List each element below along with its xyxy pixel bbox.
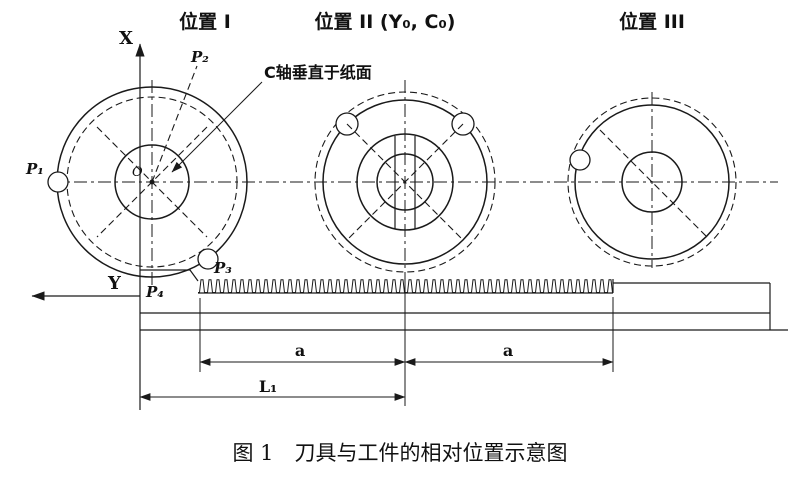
c-axis-note: C轴垂直于纸面 xyxy=(264,63,372,82)
origin-dot xyxy=(149,179,155,185)
p3-label: P₃ xyxy=(213,259,232,277)
rack-left-step xyxy=(140,269,199,282)
dim-a-left-label: a xyxy=(295,341,305,360)
gear1-bottom-notch xyxy=(197,248,219,270)
rack-workpiece xyxy=(140,269,788,331)
c-axis-leader-arrow xyxy=(171,81,263,173)
dimensions xyxy=(139,272,614,406)
p1-label: P₁ xyxy=(25,160,44,178)
position2-label: 位置 II (Y₀, C₀) xyxy=(315,10,456,33)
gear2-diagonal-2 xyxy=(346,123,464,241)
dim-a-right-label: a xyxy=(503,341,513,360)
gear1-left-notch xyxy=(47,171,69,193)
x-axis-label: X xyxy=(119,28,133,49)
gear-position-1 xyxy=(47,65,248,288)
position1-label: 位置 I xyxy=(179,10,231,33)
y-axis-label: Y xyxy=(107,273,122,294)
dim-l1-label: L₁ xyxy=(259,377,277,396)
position3-label: 位置 III xyxy=(619,10,685,33)
figure-caption: 图 1 刀具与工件的相对位置示意图 xyxy=(232,441,567,465)
gear-position-2 xyxy=(314,80,496,273)
gear3-diagonal xyxy=(599,129,709,239)
p4-label: P₄ xyxy=(145,283,164,301)
gear-position-3 xyxy=(567,92,737,268)
origin-label: O xyxy=(132,165,143,180)
gear1-radial-p2 xyxy=(151,65,198,183)
p2-label: P₂ xyxy=(190,48,209,66)
gear3-pitch-circle xyxy=(567,97,737,267)
gear3-left-notch xyxy=(569,149,591,171)
coordinate-axes xyxy=(31,43,145,410)
